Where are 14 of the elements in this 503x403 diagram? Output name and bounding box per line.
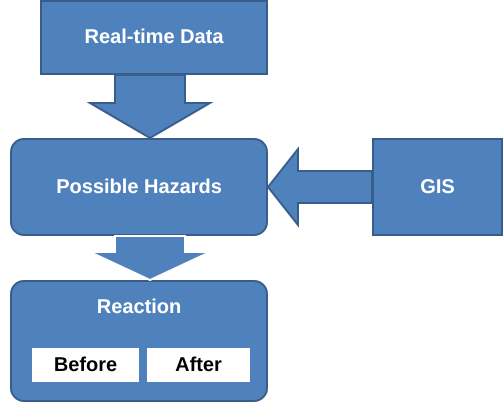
box-title: GIS: [420, 176, 455, 198]
tag-text: After: [175, 354, 222, 376]
tag-label: [32, 348, 139, 382]
block-arrow: [266, 146, 373, 228]
box-title: Reaction: [96, 296, 182, 319]
process-box: [10, 138, 268, 236]
box-title: Possible Hazards: [56, 176, 222, 198]
box-title: Real-time Data: [84, 26, 224, 49]
block-arrow: [86, 74, 214, 140]
process-box: [10, 280, 268, 402]
tag-text: Before: [54, 354, 118, 376]
process-box: [372, 138, 503, 236]
process-box: [40, 0, 268, 75]
tag-label: [147, 348, 250, 382]
